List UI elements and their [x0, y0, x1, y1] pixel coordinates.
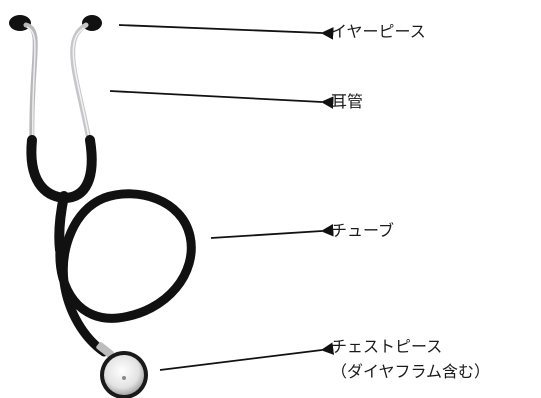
ear-tubes [26, 25, 90, 145]
chest-piece-center [122, 376, 126, 380]
tube-label: チューブ [331, 221, 394, 241]
arrow-ear-tube [110, 91, 322, 102]
chest-piece [95, 341, 148, 398]
y-yoke-tube [31, 140, 91, 198]
earpieces [9, 15, 102, 31]
arrow-chest-piece [160, 350, 322, 370]
chest-piece-label: チェストピース [331, 337, 442, 357]
tubing [31, 140, 191, 352]
chest-piece-diaphragm [104, 355, 144, 395]
arrow-earpiece [119, 25, 322, 33]
loop-tube [60, 194, 191, 352]
earpiece-label: イヤーピース [331, 22, 426, 42]
chest-piece-note-label: （ダイヤフラム含む） [331, 362, 490, 382]
arrow-tube [211, 231, 322, 238]
ear-tube-label: 耳管 [331, 92, 363, 112]
